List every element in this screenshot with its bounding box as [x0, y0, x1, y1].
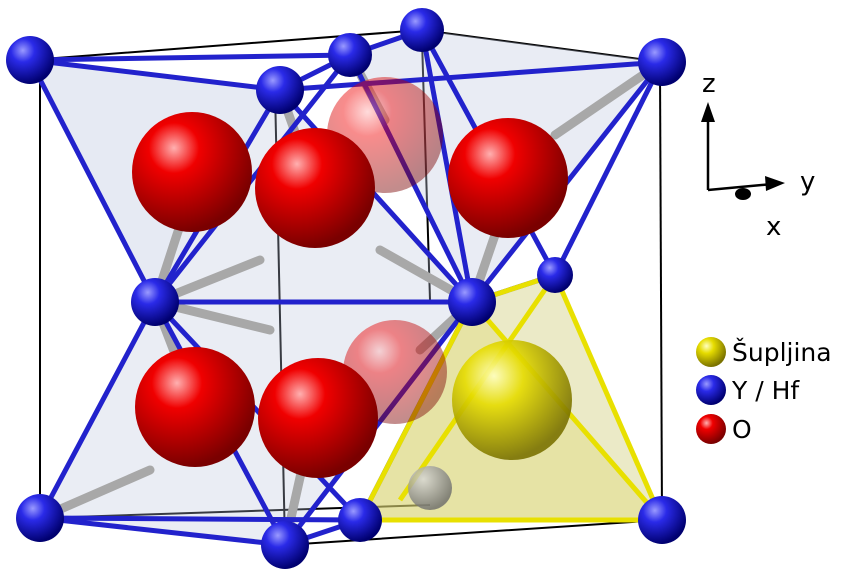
- oxygen-atom: [258, 358, 378, 478]
- cation-atoms: [6, 8, 686, 569]
- cation-atom: [448, 278, 496, 326]
- cation-atom: [328, 33, 372, 77]
- oxygen-atoms: [132, 112, 568, 478]
- cation-atom: [638, 38, 686, 86]
- cation-atom: [537, 257, 573, 293]
- oxygen-swatch-icon: [696, 414, 726, 444]
- vacancy-atom: [452, 340, 572, 460]
- oxygen-atom: [135, 347, 255, 467]
- legend-label: Y / Hf: [731, 376, 800, 405]
- oxygen-atom: [255, 128, 375, 248]
- cation-swatch-icon: [696, 375, 726, 405]
- axis-label-y: y: [800, 167, 815, 197]
- legend-item-oxygen: O: [696, 414, 752, 444]
- legend-label: O: [732, 415, 752, 444]
- cation-atom: [400, 8, 444, 52]
- cation-atom: [638, 496, 686, 544]
- legend: Šupljina Y / Hf O: [696, 337, 832, 444]
- legend-item-cation: Y / Hf: [696, 375, 800, 405]
- oxygen-atom: [132, 112, 252, 232]
- cation-atom: [16, 494, 64, 542]
- axis-indicator: z y x: [701, 69, 815, 242]
- cation-atom: [256, 66, 304, 114]
- grey-atom: [408, 466, 452, 510]
- axis-label-x: x: [766, 212, 781, 242]
- legend-item-vacancy: Šupljina: [696, 337, 832, 367]
- cation-atom: [261, 521, 309, 569]
- cation-atom: [6, 36, 54, 84]
- legend-label: Šupljina: [732, 337, 832, 367]
- cation-atom: [131, 278, 179, 326]
- cation-atom: [338, 498, 382, 542]
- axis-label-z: z: [702, 69, 716, 99]
- vacancy-swatch-icon: [696, 337, 726, 367]
- oxygen-atom: [448, 118, 568, 238]
